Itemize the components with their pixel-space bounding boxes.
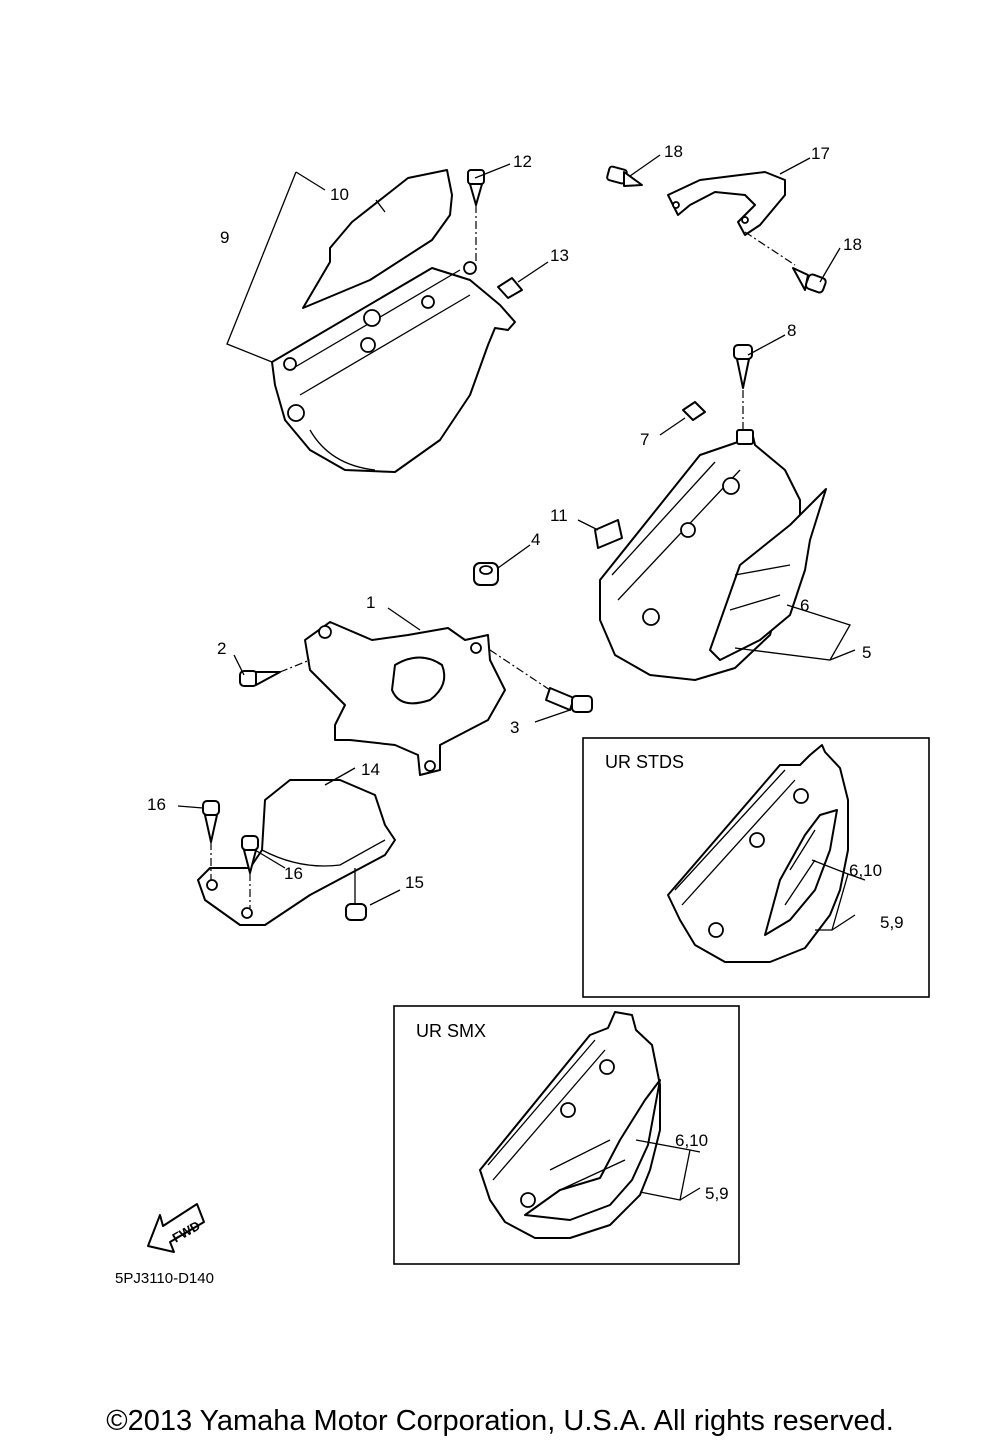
clip-nut-part-13 (497, 277, 523, 299)
callout-16b: 16 (284, 864, 303, 883)
callout-11: 11 (550, 506, 568, 525)
inset-ur-smx-callout-6-10: 6,10 (675, 1131, 708, 1150)
callout-5: 5 (862, 643, 871, 662)
callout-3: 3 (510, 718, 519, 737)
clip-part-7 (682, 401, 706, 421)
callout-17: 17 (811, 144, 830, 163)
callout-12: 12 (513, 152, 532, 171)
callout-2: 2 (217, 639, 226, 658)
callout-4: 4 (531, 530, 540, 549)
emblem-part-10 (302, 169, 453, 309)
fwd-arrow-icon: FWD (147, 1203, 205, 1253)
callout-18a: 18 (664, 142, 683, 161)
callout-13: 13 (550, 246, 569, 265)
callout-10: 10 (330, 185, 349, 204)
screw-part-18a (606, 165, 643, 187)
bolt-part-3 (489, 649, 593, 713)
decal-part-6 (709, 488, 827, 661)
inset-ur-smx-label: UR SMX (416, 1021, 486, 1041)
collar-part-4 (473, 562, 499, 586)
screw-part-12 (467, 169, 485, 262)
screw-part-2 (239, 659, 311, 687)
callout-14: 14 (361, 760, 380, 779)
guard-part-14 (197, 779, 396, 926)
callout-15: 15 (405, 873, 424, 892)
inset-ur-smx: UR SMX 6,10 5,9 (393, 1005, 740, 1265)
screw-part-16a (202, 800, 220, 880)
bracket-part-17 (667, 171, 786, 236)
collar-part-15 (345, 868, 367, 921)
inset-ur-stds: UR STDS 6,10 5,9 (582, 737, 930, 998)
screw-part-8 (733, 344, 753, 430)
callout-1: 1 (366, 593, 375, 612)
left-side-cover-part-9 (271, 261, 516, 473)
screw-part-18b (744, 231, 827, 294)
leader-lines (177, 154, 856, 906)
inset-ur-stds-callout-5-9: 5,9 (880, 913, 904, 932)
callout-7: 7 (640, 430, 649, 449)
diagram-code: 5PJ3110-D140 (115, 1270, 214, 1287)
callout-6: 6 (800, 596, 809, 615)
screw-part-16b (241, 835, 259, 908)
bracket-part-1 (304, 621, 506, 776)
label-part-11 (594, 519, 623, 549)
inset-ur-stds-callout-6-10: 6,10 (849, 861, 882, 880)
copyright-notice: ©2013 Yamaha Motor Corporation, U.S.A. A… (106, 1405, 894, 1437)
callout-18b: 18 (843, 235, 862, 254)
inset-ur-smx-callout-5-9: 5,9 (705, 1184, 729, 1203)
inset-ur-stds-label: UR STDS (605, 752, 684, 772)
callout-8: 8 (787, 321, 796, 340)
callout-9: 9 (220, 228, 229, 247)
callout-16a: 16 (147, 795, 166, 814)
